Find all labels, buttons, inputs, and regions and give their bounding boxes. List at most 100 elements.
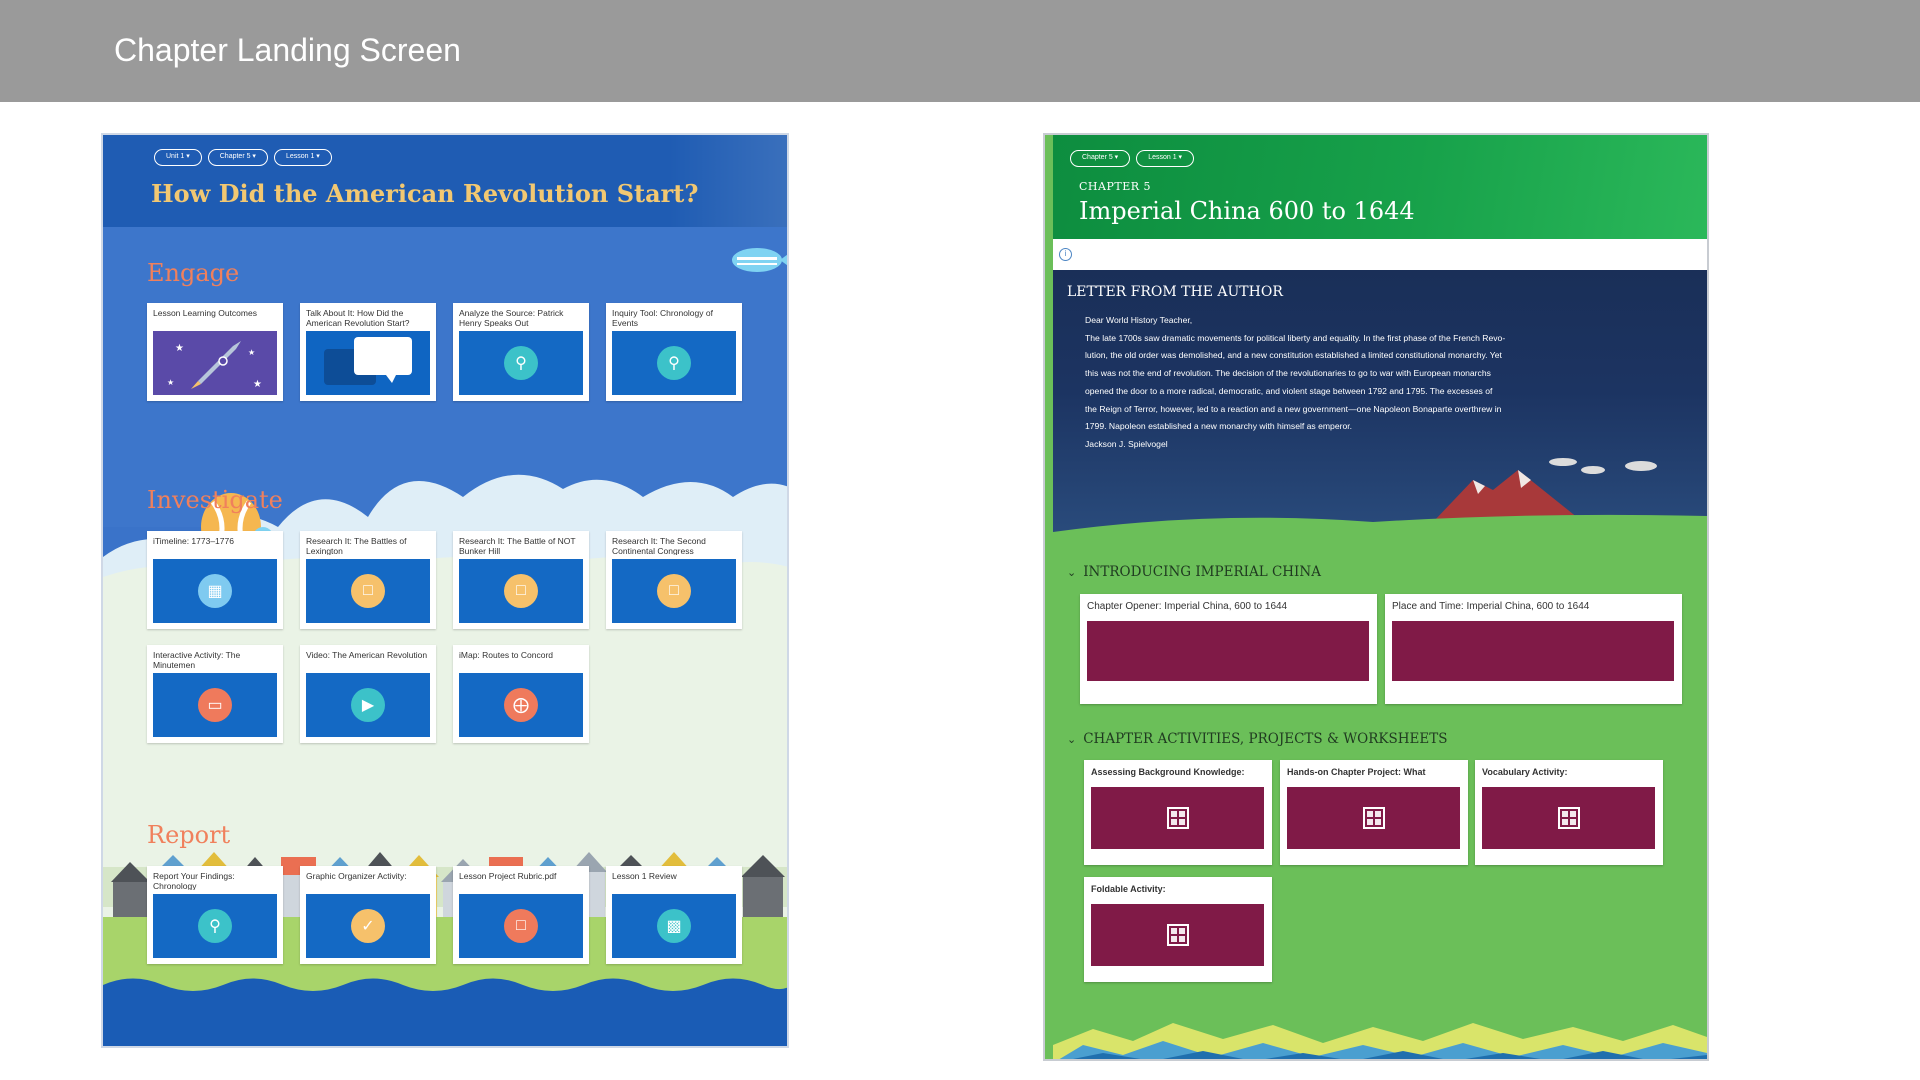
calendar-icon: ▦ [198, 574, 232, 608]
card-label: Talk About It: How Did the American Revo… [306, 309, 410, 327]
chapter-number: CHAPTER 5 [1079, 180, 1151, 193]
card-research-lexington[interactable]: Research It: The Battles of Lexington □ [300, 531, 436, 629]
grid-icon [1557, 807, 1580, 829]
document-icon: □ [504, 909, 538, 943]
breadcrumb-lesson[interactable]: Lesson 1 ▾ [1136, 150, 1195, 167]
breadcrumb-lesson[interactable]: Lesson 1 ▾ [273, 149, 332, 166]
grid-icon [1166, 807, 1189, 829]
breadcrumb: Chapter 5 ▾ Lesson 1 ▾ [1070, 150, 1195, 167]
card-talk-about-it[interactable]: Talk About It: How Did the American Revo… [300, 303, 436, 401]
card-label: Analyze the Source: Patrick Henry Speaks… [459, 309, 564, 327]
svg-text:★: ★ [253, 379, 262, 390]
breadcrumb-unit[interactable]: Unit 1 ▾ [154, 149, 202, 166]
card-label: Hands-on Chapter Project: What [1287, 767, 1426, 777]
card-place-and-time[interactable]: Place and Time: Imperial China, 600 to 1… [1385, 594, 1682, 704]
checklist-icon: ✓ [351, 909, 385, 943]
grid-icon [1166, 924, 1189, 946]
document-icon: □ [351, 574, 385, 608]
chat-bubble-icon [324, 337, 412, 385]
slide-title: Chapter Landing Screen [114, 32, 461, 68]
magnifier-icon: ⚲ [504, 346, 538, 380]
letter-line: 1799. Napoleon established a new monarch… [1085, 421, 1353, 432]
card-label: Lesson Learning Outcomes [153, 309, 257, 318]
card-label: Inquiry Tool: Chronology of Events [612, 309, 713, 327]
card-itimeline[interactable]: iTimeline: 1773–1776 ▦ [147, 531, 283, 629]
svg-text:★: ★ [175, 343, 184, 354]
card-chapter-opener[interactable]: Chapter Opener: Imperial China, 600 to 1… [1080, 594, 1377, 704]
section-introducing-imperial-china[interactable]: ⌄INTRODUCING IMPERIAL CHINA [1067, 564, 1321, 580]
document-icon: □ [504, 574, 538, 608]
card-hands-on-chapter-project[interactable]: Hands-on Chapter Project: What [1280, 760, 1468, 865]
info-icon[interactable]: i [1059, 248, 1072, 261]
card-label: Research It: The Battles of Lexington [306, 537, 407, 555]
letter-line: lution, the old order was demolished, an… [1085, 350, 1502, 361]
lesson-hero-banner [103, 135, 787, 227]
breadcrumb-chapter[interactable]: Chapter 5 ▾ [1070, 150, 1131, 167]
info-bar: i [1053, 239, 1707, 270]
section-chapter-activities[interactable]: ⌄ CHAPTER ACTIVITIES, PROJECTS & WORKSHEE… [1067, 731, 1447, 747]
letter-line: opened the door to a more radical, democ… [1085, 385, 1493, 396]
card-label: Foldable Activity: [1091, 884, 1166, 894]
clipboard-icon: ▩ [657, 909, 691, 943]
card-research-bunker-hill[interactable]: Research It: The Battle of NOT Bunker Hi… [453, 531, 589, 629]
rocket-icon: ★ ★ ★ ★ [167, 341, 262, 390]
card-label: Report Your Findings: Chronology [153, 872, 235, 890]
chevron-down-icon: ⌄ [1067, 566, 1077, 579]
card-analyze-the-source[interactable]: Analyze the Source: Patrick Henry Speaks… [453, 303, 589, 401]
card-inquiry-tool[interactable]: Inquiry Tool: Chronology of Events ⚲ [606, 303, 742, 401]
card-video-american-revolution[interactable]: Video: The American Revolution ▶ [300, 645, 436, 743]
section-heading-investigate: Investigate [147, 486, 283, 514]
letter-line: The late 1700s saw dramatic movements fo… [1085, 332, 1506, 343]
card-label: Lesson Project Rubric.pdf [459, 872, 557, 881]
chapter-title: Imperial China 600 to 1644 [1079, 197, 1415, 225]
card-report-findings[interactable]: Report Your Findings: Chronology ⚲ [147, 866, 283, 964]
breadcrumb: Unit 1 ▾ Chapter 5 ▾ Lesson 1 ▾ [154, 149, 332, 166]
card-imap-routes[interactable]: iMap: Routes to Concord ⨁ [453, 645, 589, 743]
grid-icon [1362, 807, 1385, 829]
letter-salutation: Dear World History Teacher, [1085, 315, 1193, 325]
letter-signature: Jackson J. Spielvogel [1085, 438, 1168, 449]
letter-line: this was not the end of revolution. The … [1085, 368, 1491, 379]
author-letter: LETTER FROM THE AUTHOR Dear World Histor… [1053, 270, 1707, 540]
card-label: Chapter Opener: Imperial China, 600 to 1… [1087, 601, 1288, 612]
letter-body: Dear World History Teacher, The late 170… [1085, 312, 1585, 454]
card-label: Research It: The Battle of NOT Bunker Hi… [459, 537, 576, 555]
compass-icon: ⨁ [504, 688, 538, 722]
mountain-illustration [1053, 458, 1707, 540]
card-lesson-project-rubric[interactable]: Lesson Project Rubric.pdf □ [453, 866, 589, 964]
letter-heading: LETTER FROM THE AUTHOR [1067, 284, 1283, 300]
tablet-icon: ▭ [198, 688, 232, 722]
card-label: Lesson 1 Review [612, 872, 677, 881]
section-title: CHAPTER ACTIVITIES, PROJECTS & WORKSHEET… [1083, 731, 1448, 747]
magnifier-icon: ⚲ [657, 346, 691, 380]
card-label: iTimeline: 1773–1776 [153, 537, 234, 546]
card-assessing-background-knowledge[interactable]: Assessing Background Knowledge: [1084, 760, 1272, 865]
magnifier-icon: ⚲ [198, 909, 232, 943]
section-heading-report: Report [147, 821, 231, 849]
card-label: Interactive Activity: The Minutemen [153, 651, 241, 669]
card-vocabulary-activity[interactable]: Vocabulary Activity: [1475, 760, 1663, 865]
card-lesson-learning-outcomes[interactable]: Lesson Learning Outcomes ★ ★ ★ ★ [147, 303, 283, 401]
card-interactive-minutemen[interactable]: Interactive Activity: The Minutemen ▭ [147, 645, 283, 743]
card-lesson-review[interactable]: Lesson 1 Review ▩ [606, 866, 742, 964]
card-foldable-activity[interactable]: Foldable Activity: [1084, 877, 1272, 982]
card-label: Vocabulary Activity: [1482, 767, 1568, 777]
svg-text:★: ★ [167, 378, 174, 387]
lesson-landing-panel: Unit 1 ▾ Chapter 5 ▾ Lesson 1 ▾ How Did … [101, 133, 789, 1048]
chevron-down-icon: ⌄ [1067, 733, 1077, 746]
card-thumbnail [1087, 621, 1369, 681]
card-graphic-organizer[interactable]: Graphic Organizer Activity: ✓ [300, 866, 436, 964]
card-label: Research It: The Second Continental Cong… [612, 537, 706, 555]
blimp-icon [732, 248, 787, 272]
video-icon: ▶ [351, 688, 385, 722]
card-research-continental-congress[interactable]: Research It: The Second Continental Cong… [606, 531, 742, 629]
card-thumbnail [1392, 621, 1674, 681]
letter-line: the Reign of Terror, however, led to a r… [1085, 403, 1502, 414]
slide-header: Chapter Landing Screen [0, 0, 1920, 102]
breadcrumb-chapter[interactable]: Chapter 5 ▾ [207, 149, 268, 166]
card-label: Graphic Organizer Activity: [306, 872, 407, 881]
lesson-title: How Did the American Revolution Start? [151, 179, 699, 208]
svg-text:★: ★ [248, 348, 255, 357]
chapter-landing-panel: Chapter 5 ▾ Lesson 1 ▾ CHAPTER 5 Imperia… [1043, 133, 1709, 1061]
mountain-range-footer [1053, 1023, 1707, 1059]
